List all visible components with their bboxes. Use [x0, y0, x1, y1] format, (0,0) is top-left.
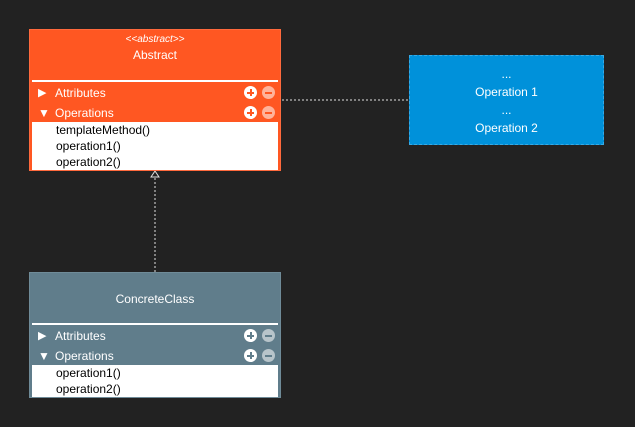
- operations-label: Operations: [55, 349, 114, 363]
- note-content: ... Operation 1 ... Operation 2: [410, 65, 603, 137]
- note-line: Operation 1: [475, 85, 538, 99]
- remove-operation-icon[interactable]: [262, 349, 275, 362]
- add-operation-icon[interactable]: [244, 349, 257, 362]
- note-box[interactable]: ... Operation 1 ... Operation 2: [409, 55, 604, 145]
- remove-operation-icon[interactable]: [262, 106, 275, 119]
- operation-item[interactable]: operation1(): [56, 366, 121, 380]
- abstract-class-box[interactable]: <<abstract>> Abstract ▶ Attributes ▼ Ope…: [29, 29, 281, 171]
- add-attribute-icon[interactable]: [244, 86, 257, 99]
- operations-section-toggle[interactable]: ▼ Operations: [30, 346, 280, 366]
- remove-attribute-icon[interactable]: [262, 329, 275, 342]
- attributes-section-toggle[interactable]: ▶ Attributes: [30, 83, 280, 103]
- attributes-label: Attributes: [55, 86, 106, 100]
- triangle-down-icon[interactable]: ▼: [38, 106, 50, 120]
- operations-section-toggle[interactable]: ▼ Operations: [30, 103, 280, 123]
- class-divider: [32, 80, 278, 82]
- operations-list: operation1() operation2(): [32, 365, 278, 397]
- operation-item[interactable]: operation2(): [56, 382, 121, 396]
- note-line: ...: [501, 103, 512, 117]
- operations-list: templateMethod() operation1() operation2…: [32, 122, 278, 170]
- attributes-section-toggle[interactable]: ▶ Attributes: [30, 326, 280, 346]
- class-stereotype: <<abstract>>: [125, 34, 185, 45]
- remove-attribute-icon[interactable]: [262, 86, 275, 99]
- note-line: ...: [501, 67, 512, 81]
- add-operation-icon[interactable]: [244, 106, 257, 119]
- note-line: Operation 2: [475, 121, 538, 135]
- attributes-label: Attributes: [55, 329, 106, 343]
- add-attribute-icon[interactable]: [244, 329, 257, 342]
- class-name: ConcreteClass: [115, 292, 195, 306]
- concrete-class-box[interactable]: ConcreteClass ▶ Attributes ▼ Operations …: [29, 272, 281, 398]
- class-name: Abstract: [132, 48, 177, 62]
- triangle-right-icon[interactable]: ▶: [38, 330, 47, 342]
- operation-item[interactable]: operation1(): [56, 139, 121, 153]
- class-divider: [32, 323, 278, 325]
- triangle-right-icon[interactable]: ▶: [38, 87, 47, 99]
- triangle-down-icon[interactable]: ▼: [38, 349, 50, 363]
- generalization-arrowhead: [150, 170, 160, 178]
- operation-item[interactable]: templateMethod(): [56, 123, 151, 137]
- operation-item[interactable]: operation2(): [56, 155, 121, 169]
- operations-label: Operations: [55, 106, 114, 120]
